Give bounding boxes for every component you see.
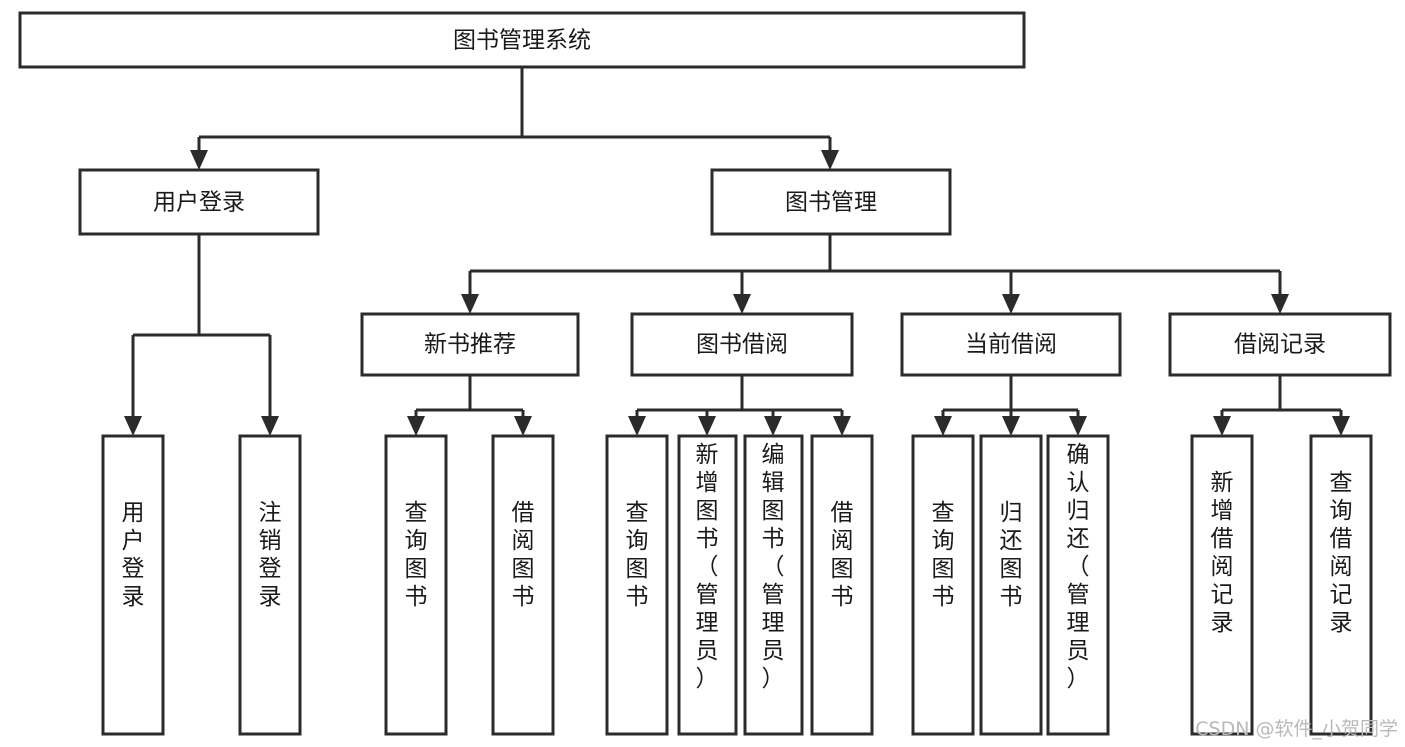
arrow-current-borrow-leaf-2 [1002, 416, 1020, 436]
node-leaf-query-book-c-box[interactable] [911, 434, 975, 736]
node-borrow-record-label: 借阅记录 [1234, 332, 1326, 358]
node-root-box[interactable] [18, 11, 1026, 69]
node-new-book-rec-label: 新书推荐 [424, 332, 516, 358]
arrow-book-borrow-leaf-1 [628, 416, 646, 436]
node-leaf-query-book-b[interactable]: 查询图书 [605, 434, 669, 736]
arrow-root-to-user-login [190, 150, 208, 170]
node-root-label: 图书管理系统 [453, 28, 591, 54]
node-root[interactable]: 图书管理系统 [18, 11, 1026, 69]
node-user-login[interactable]: 用户登录 [78, 168, 320, 236]
node-book-borrow[interactable]: 图书借阅 [630, 312, 854, 377]
node-leaf-add-record-box[interactable] [1190, 434, 1254, 736]
node-leaf-query-record-box[interactable] [1309, 434, 1373, 736]
node-borrow-record-box[interactable] [1168, 312, 1392, 377]
connector-layer [124, 67, 1350, 436]
node-current-borrow-label: 当前借阅 [965, 332, 1057, 358]
node-book-manage-box[interactable] [710, 168, 952, 236]
arrow-book-manage-book-borrow [733, 294, 751, 314]
node-user-login-box[interactable] [78, 168, 320, 236]
node-book-manage-label: 图书管理 [785, 190, 877, 216]
node-leaf-query-book-b-box[interactable] [605, 434, 669, 736]
node-leaf-borrow-book-rec[interactable]: 借阅图书 [491, 434, 555, 736]
node-leaf-add-record[interactable]: 新增借阅记录 [1190, 434, 1254, 736]
arrow-book-borrow-leaf-4 [833, 416, 851, 436]
node-leaf-borrow-book-rec-label: 借阅图书 [512, 500, 535, 610]
node-current-borrow[interactable]: 当前借阅 [900, 312, 1122, 377]
node-leaf-query-book-rec[interactable]: 查询图书 [384, 434, 448, 736]
arrow-root-to-book-manage [821, 150, 839, 170]
node-leaf-query-book-c[interactable]: 查询图书 [911, 434, 975, 736]
node-leaf-query-book-rec-label: 查询图书 [405, 500, 428, 610]
arrow-borrow-record-leaf-2 [1332, 416, 1350, 436]
node-leaf-return-book[interactable]: 归还图书 [979, 434, 1043, 736]
arrow-current-borrow-leaf-1 [934, 416, 952, 436]
arrow-book-manage-current-borrow [1002, 294, 1020, 314]
arrow-book-manage-new-book-rec [461, 294, 479, 314]
arrow-user-login-leaf-2 [261, 416, 279, 436]
arrow-book-manage-borrow-record [1271, 294, 1289, 314]
node-leaf-query-record-label: 查询借阅记录 [1330, 470, 1353, 636]
node-leaf-add-book-label: 新增图书（管理员） [696, 442, 719, 692]
node-leaf-confirm-return-box[interactable] [1046, 434, 1110, 736]
node-borrow-record[interactable]: 借阅记录 [1168, 312, 1392, 377]
node-leaf-query-book-c-label: 查询图书 [932, 500, 955, 610]
csdn-watermark: CSDN @软件_小贺同学 [1195, 718, 1398, 740]
arrow-borrow-record-leaf-1 [1213, 416, 1231, 436]
node-book-borrow-box[interactable] [630, 312, 854, 377]
node-new-book-rec-box[interactable] [360, 312, 580, 377]
node-leaf-return-book-box[interactable] [979, 434, 1043, 736]
node-leaf-borrow-book-b-label: 借阅图书 [831, 500, 854, 610]
node-leaf-return-book-label: 归还图书 [1000, 500, 1023, 610]
node-leaf-borrow-book-rec-box[interactable] [491, 434, 555, 736]
node-leaf-add-book[interactable]: 新增图书（管理员） [677, 434, 738, 736]
node-leaf-add-book-box[interactable] [677, 434, 738, 736]
node-leaf-user-login-box[interactable] [101, 434, 165, 736]
node-leaf-logout[interactable]: 注销登录 [238, 434, 302, 736]
node-leaf-query-book-b-label: 查询图书 [626, 500, 649, 610]
node-leaf-query-book-rec-box[interactable] [384, 434, 448, 736]
node-leaf-logout-label: 注销登录 [259, 500, 282, 610]
arrow-current-borrow-leaf-3 [1069, 416, 1087, 436]
arrow-new-book-rec-leaf-2 [514, 416, 532, 436]
arrow-user-login-leaf-1 [124, 416, 142, 436]
node-leaf-logout-box[interactable] [238, 434, 302, 736]
node-current-borrow-box[interactable] [900, 312, 1122, 377]
node-book-manage[interactable]: 图书管理 [710, 168, 952, 236]
node-leaf-edit-book-label: 编辑图书（管理员） [762, 442, 785, 692]
arrow-new-book-rec-leaf-1 [407, 416, 425, 436]
node-leaf-user-login[interactable]: 用户登录 [101, 434, 165, 736]
node-leaf-edit-book[interactable]: 编辑图书（管理员） [743, 434, 804, 736]
node-leaf-confirm-return-label: 确认归还（管理员） [1067, 442, 1090, 692]
node-leaf-add-record-label: 新增借阅记录 [1211, 470, 1234, 636]
node-leaf-borrow-book-b-box[interactable] [810, 434, 874, 736]
node-leaf-edit-book-box[interactable] [743, 434, 804, 736]
arrow-book-borrow-leaf-3 [764, 416, 782, 436]
node-leaf-query-record[interactable]: 查询借阅记录 [1309, 434, 1373, 736]
node-leaf-confirm-return[interactable]: 确认归还（管理员） [1046, 434, 1110, 736]
arrow-book-borrow-leaf-2 [698, 416, 716, 436]
node-book-borrow-label: 图书借阅 [696, 332, 788, 358]
node-user-login-label: 用户登录 [153, 190, 245, 216]
node-leaf-borrow-book-b[interactable]: 借阅图书 [810, 434, 874, 736]
node-leaf-user-login-label: 用户登录 [122, 500, 145, 610]
node-new-book-rec[interactable]: 新书推荐 [360, 312, 580, 377]
